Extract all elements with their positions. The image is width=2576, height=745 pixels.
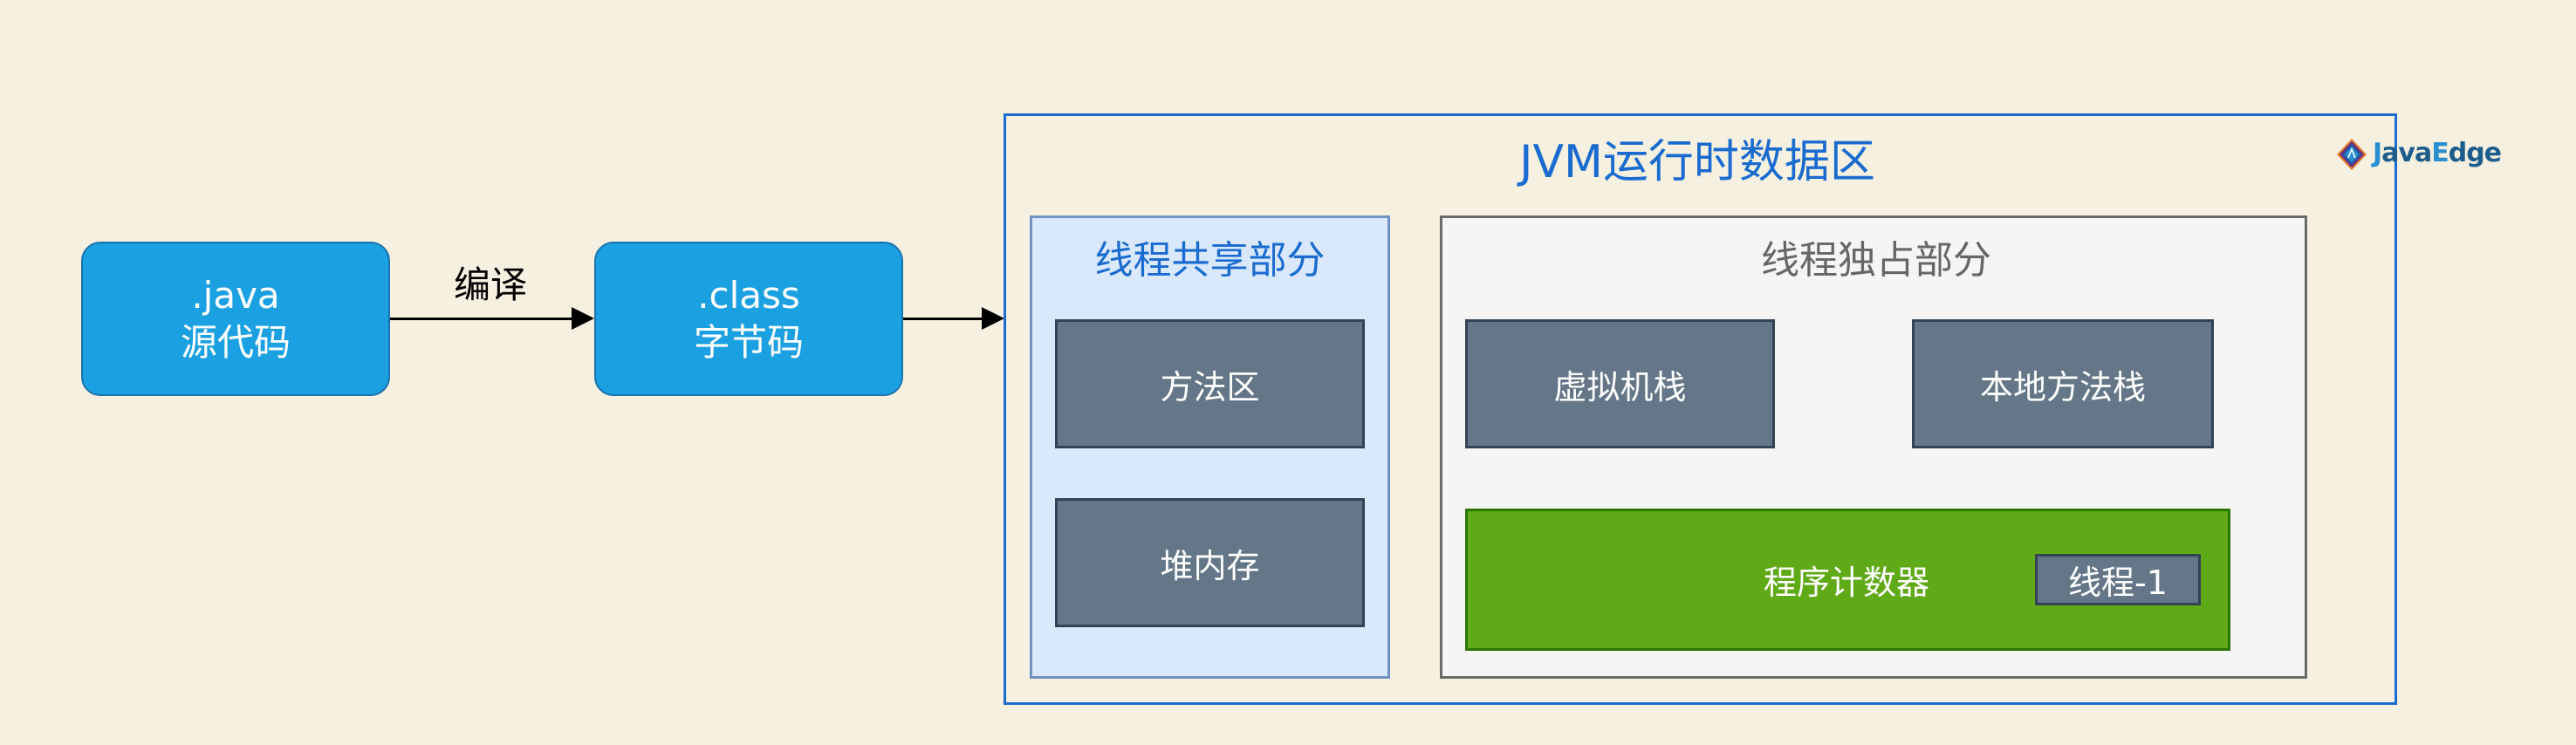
java-source-label: 源代码 <box>180 320 291 364</box>
compile-arrow-head-icon <box>572 307 594 330</box>
javaedge-logo: JavaEdge <box>2335 136 2502 173</box>
logo-text-j: J <box>2373 138 2382 168</box>
method-area-node: 方法区 <box>1055 319 1365 448</box>
thread-1-tag: 线程-1 <box>2035 554 2201 605</box>
class-bytecode-label: 字节码 <box>693 320 804 364</box>
vm-stack-node: 虚拟机栈 <box>1465 319 1775 448</box>
thread-shared-title: 线程共享部分 <box>1094 238 1326 283</box>
logo-text-e: E <box>2431 138 2449 168</box>
heap-node: 堆内存 <box>1055 498 1365 627</box>
jvm-title: JVM运行时数据区 <box>1519 135 1875 188</box>
class-bytecode-node: .class 字节码 <box>594 242 903 396</box>
thread-private-title: 线程独占部分 <box>1761 238 1991 283</box>
compile-edge-line <box>390 318 573 320</box>
native-method-stack-node: 本地方法栈 <box>1912 319 2214 448</box>
class-bytecode-ext: .class <box>697 273 800 317</box>
java-source-node: .java 源代码 <box>81 242 390 396</box>
java-source-ext: .java <box>191 273 280 317</box>
logo-text-dge: dge <box>2448 138 2502 168</box>
compile-edge-label: 编译 <box>453 263 527 306</box>
program-counter-label: 程序计数器 <box>1763 563 1929 602</box>
load-arrow-head-icon <box>982 307 1004 330</box>
logo-text-ava: ava <box>2381 138 2432 168</box>
jvm-runtime-data-area <box>1004 113 2397 705</box>
javaedge-logo-icon <box>2337 139 2367 170</box>
load-edge-line <box>903 318 986 320</box>
